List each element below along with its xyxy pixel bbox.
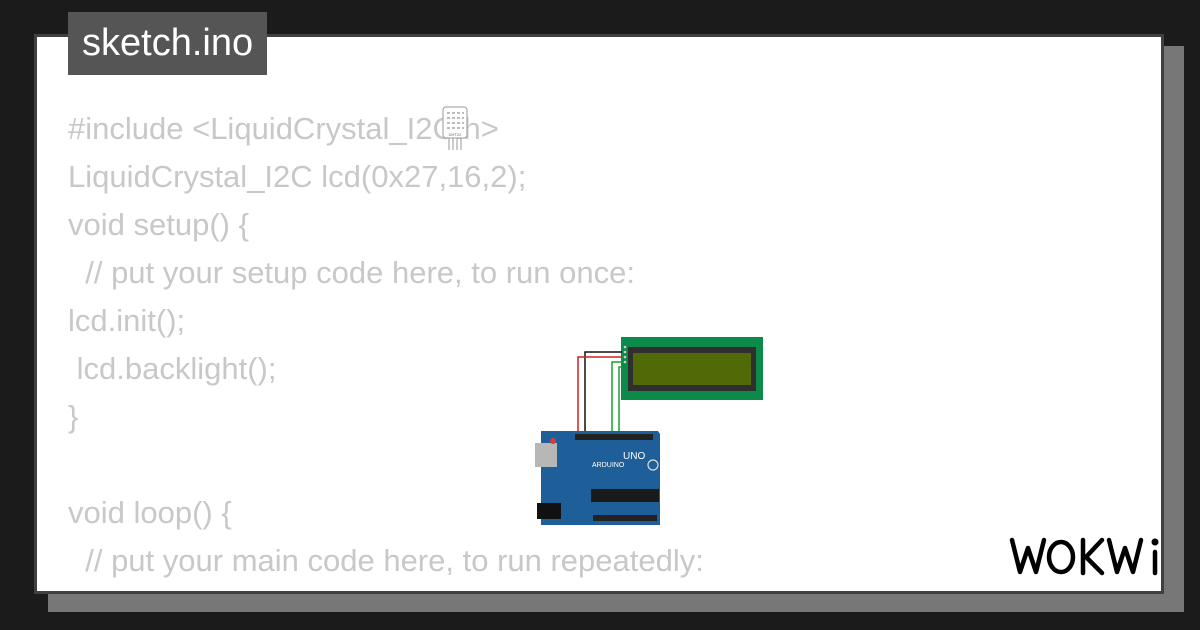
dht22-label: DHT22 [449, 132, 462, 137]
usb-port [535, 443, 557, 467]
arduino-uno-board: ARDUINO UNO [535, 431, 660, 525]
code-line: // put your main code here, to run repea… [68, 543, 704, 578]
lcd1602-display [621, 337, 763, 400]
code-line: lcd.init(); [68, 303, 186, 338]
dht22-sensor: DHT22 [442, 106, 468, 150]
code-line: lcd.setCursor(0,0); [68, 585, 704, 591]
circuit-diagram: ARDUINO UNO [535, 337, 763, 525]
code-line: LiquidCrystal_I2C lcd(0x27,16,2); [68, 159, 527, 194]
code-line: } [68, 399, 79, 434]
code-line: void loop() { [68, 495, 232, 530]
board-model: UNO [623, 451, 645, 462]
board-brand: ARDUINO [592, 462, 625, 469]
file-tab[interactable]: sketch.ino [68, 12, 268, 75]
preview-card: #include <LiquidCrystal_I2C.h> LiquidCrys… [34, 34, 1164, 594]
code-editor: #include <LiquidCrystal_I2C.h> LiquidCrys… [68, 105, 704, 591]
code-line: // put your setup code here, to run once… [68, 255, 635, 290]
code-line: lcd.backlight(); [68, 351, 277, 386]
code-line: #include <LiquidCrystal_I2C.h> [68, 111, 499, 146]
code-line: void setup() { [68, 207, 249, 242]
wokwi-logo [1009, 537, 1159, 576]
power-jack [537, 503, 561, 519]
